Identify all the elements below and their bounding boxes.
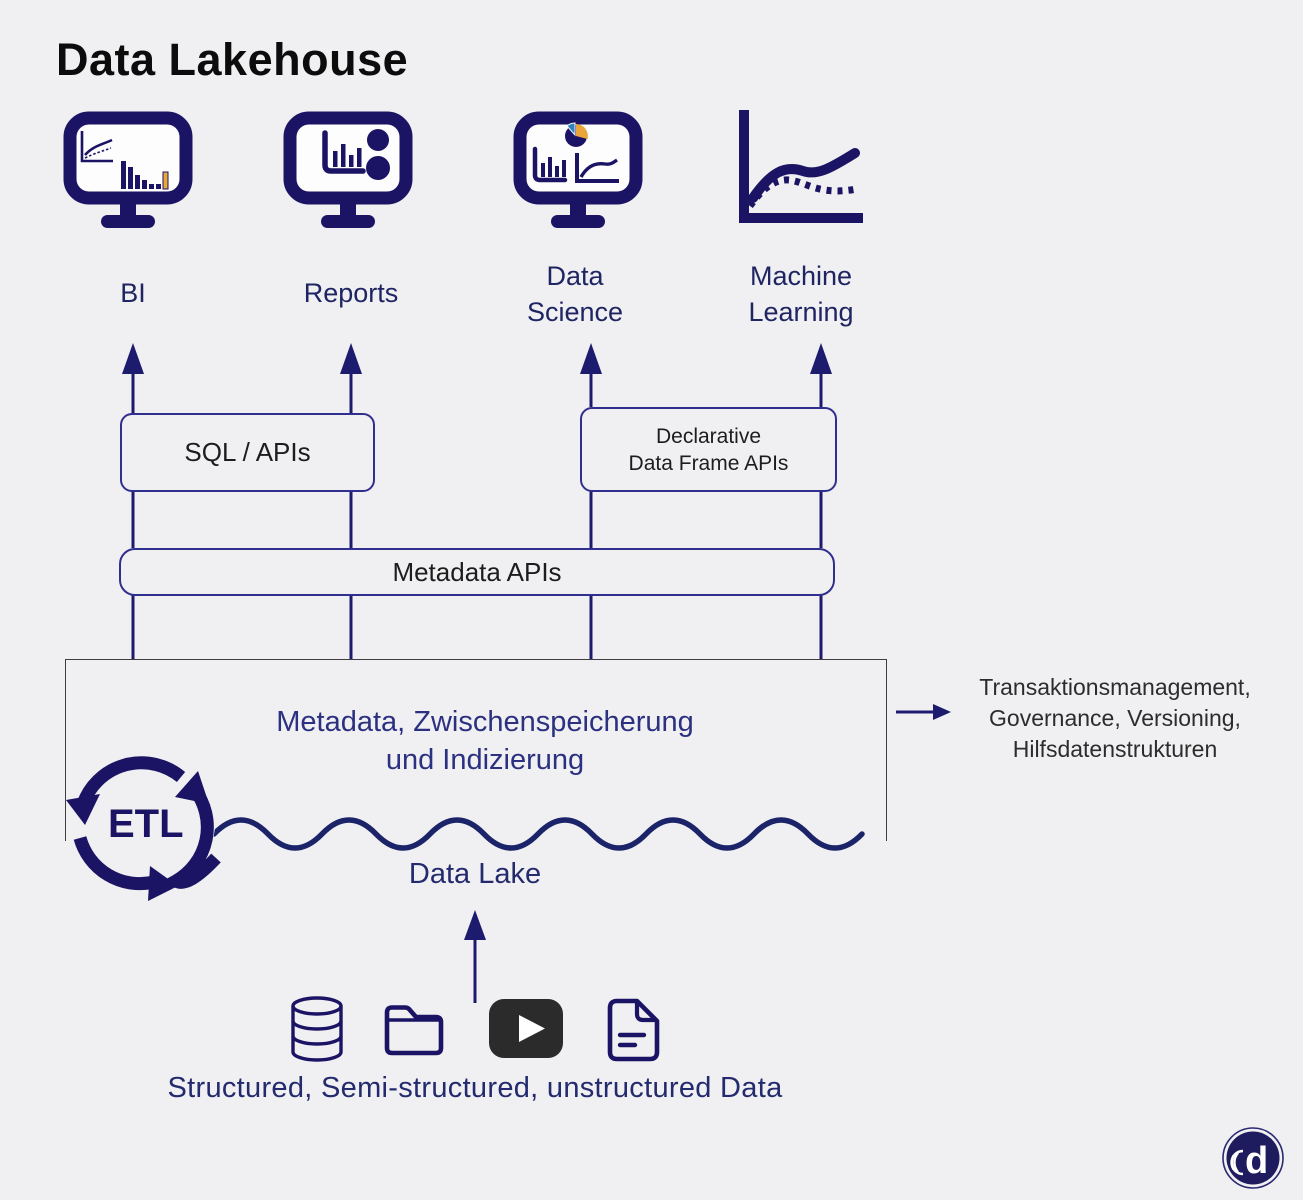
ml-curves-chart-icon — [739, 110, 863, 223]
lakehouse-box — [65, 659, 887, 841]
brand-logo-letter: d — [1245, 1140, 1268, 1182]
document-icon — [607, 998, 660, 1062]
data-lake-wave — [211, 817, 865, 851]
metadata-apis-label: Metadata APIs — [392, 556, 562, 587]
etl-label: ETL — [108, 802, 184, 846]
sql-apis-box: SQL / APIs — [120, 413, 375, 492]
source-caption: Structured, Semi-structured, unstructure… — [167, 1072, 783, 1104]
folder-icon — [384, 1005, 444, 1056]
monitor-bar-chart-circles-icon — [283, 111, 413, 228]
metadata-apis-box: Metadata APIs — [119, 548, 835, 596]
data-lake-label: Data Lake — [408, 858, 542, 890]
declarative-label-line2: Data Frame APIs — [628, 451, 789, 475]
side-note: Transaktionsmanagement, Governance, Vers… — [979, 674, 1251, 762]
page-title: Data Lakehouse — [56, 34, 409, 85]
declarative-dataframe-apis-box: Declarative Data Frame APIs — [580, 407, 837, 492]
monitor-pie-bar-line-chart-icon — [513, 111, 643, 228]
sql-apis-label: SQL / APIs — [184, 437, 311, 467]
consumer-label-bi: BI — [120, 278, 146, 308]
database-icon — [291, 996, 343, 1062]
arrow-heads — [122, 343, 951, 940]
lakehouse-box-label: Metadata, Zwischenspeicherung und Indizi… — [276, 706, 694, 776]
etl-cycle-icon: ETL — [66, 749, 221, 901]
monitor-line-bar-chart-icon — [63, 111, 193, 228]
consumer-label-reports: Reports — [303, 278, 399, 308]
declarative-label-line1: Declarative — [655, 424, 762, 448]
video-play-icon — [489, 999, 563, 1058]
brand-logo: d — [1222, 1127, 1284, 1189]
